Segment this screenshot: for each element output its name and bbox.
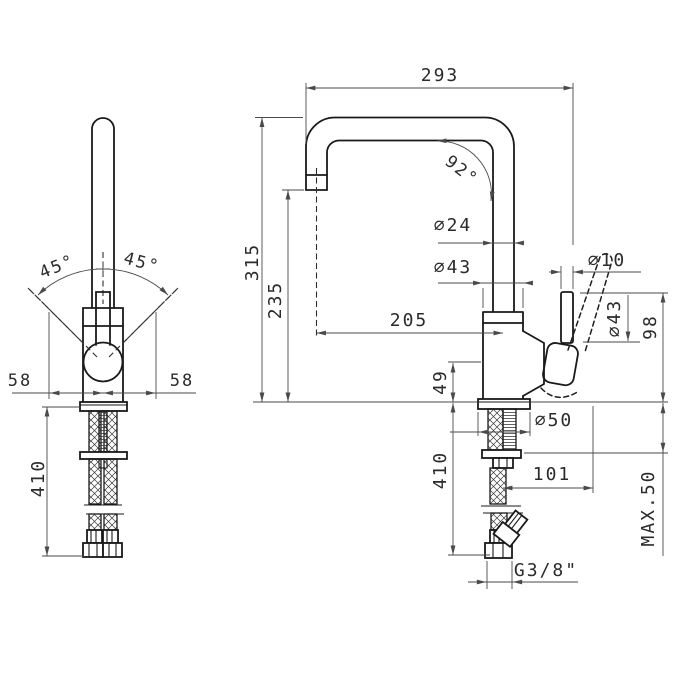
dim-side-hose-length: 410 — [430, 402, 490, 556]
label-side-offset: 101 — [533, 464, 572, 485]
dim-handle-diameter: ⌀43 — [583, 295, 640, 343]
label-outlet-projection: 205 — [390, 310, 429, 331]
label-swivel-angle-right: 45° — [121, 249, 162, 278]
dim-outlet-height: 235 — [265, 189, 304, 403]
dim-side-offset: 101 — [502, 406, 594, 493]
dim-lever-diameter: ⌀10 — [549, 250, 641, 289]
label-spout-reach: 293 — [421, 65, 460, 86]
label-handle-diameter: ⌀43 — [604, 299, 625, 338]
dim-swivel-reach: 58 58 — [8, 312, 196, 399]
angled-fitting — [492, 509, 529, 549]
label-body-height: 49 — [430, 369, 451, 395]
label-spout-height: 315 — [242, 243, 263, 282]
dim-supply-thread: G3/8" — [468, 560, 578, 589]
label-front-hose-length: 410 — [28, 459, 49, 498]
dim-spout-reach: 293 — [305, 65, 574, 245]
label-spout-tube-diameter: ⌀24 — [434, 215, 473, 236]
front-swivel-dashed-lines — [27, 287, 179, 358]
dim-outlet-projection: 205 — [316, 310, 504, 336]
dim-handle-height: 98 — [580, 292, 668, 403]
dim-base-diameter: ⌀50 — [450, 410, 574, 436]
dim-max-deck-thickness: MAX.50 — [524, 403, 668, 556]
front-hose-assembly — [79, 410, 128, 558]
side-hose-assembly — [481, 408, 529, 559]
side-view: 293 92° ⌀24 ⌀43 315 — [242, 65, 668, 589]
side-body-outline — [477, 311, 545, 410]
break-lines — [84, 504, 124, 515]
label-outlet-height: 235 — [265, 281, 286, 320]
label-side-hose-length: 410 — [430, 451, 451, 490]
label-reach-right: 58 — [170, 371, 194, 391]
label-riser-diameter: ⌀43 — [434, 257, 473, 278]
label-lever-diameter: ⌀10 — [588, 250, 627, 271]
dim-spout-angle: 92° — [436, 138, 495, 202]
label-base-diameter: ⌀50 — [535, 410, 574, 431]
dim-front-hose-length: 410 — [28, 406, 84, 557]
label-reach-left: 58 — [8, 371, 32, 391]
front-spout-outline — [91, 117, 115, 309]
handle-alt-position-dashed — [540, 253, 613, 398]
dim-riser-diameter: ⌀43 — [434, 257, 533, 308]
label-max-deck-thickness: MAX.50 — [638, 469, 659, 546]
label-swivel-angle-left: 45° — [37, 251, 79, 283]
label-spout-angle: 92° — [441, 152, 482, 190]
front-view: 45° 45° 58 58 — [8, 117, 196, 558]
dim-swivel-angle: 45° 45° — [37, 249, 169, 296]
label-supply-thread: G3/8" — [514, 560, 578, 581]
front-body-outline — [79, 291, 128, 412]
dim-body-height: 49 — [430, 361, 481, 403]
side-handle — [540, 253, 613, 398]
label-handle-height: 98 — [640, 314, 661, 340]
dim-spout-tube-diameter: ⌀24 — [434, 215, 524, 246]
dim-spout-height: 315 — [242, 117, 303, 403]
